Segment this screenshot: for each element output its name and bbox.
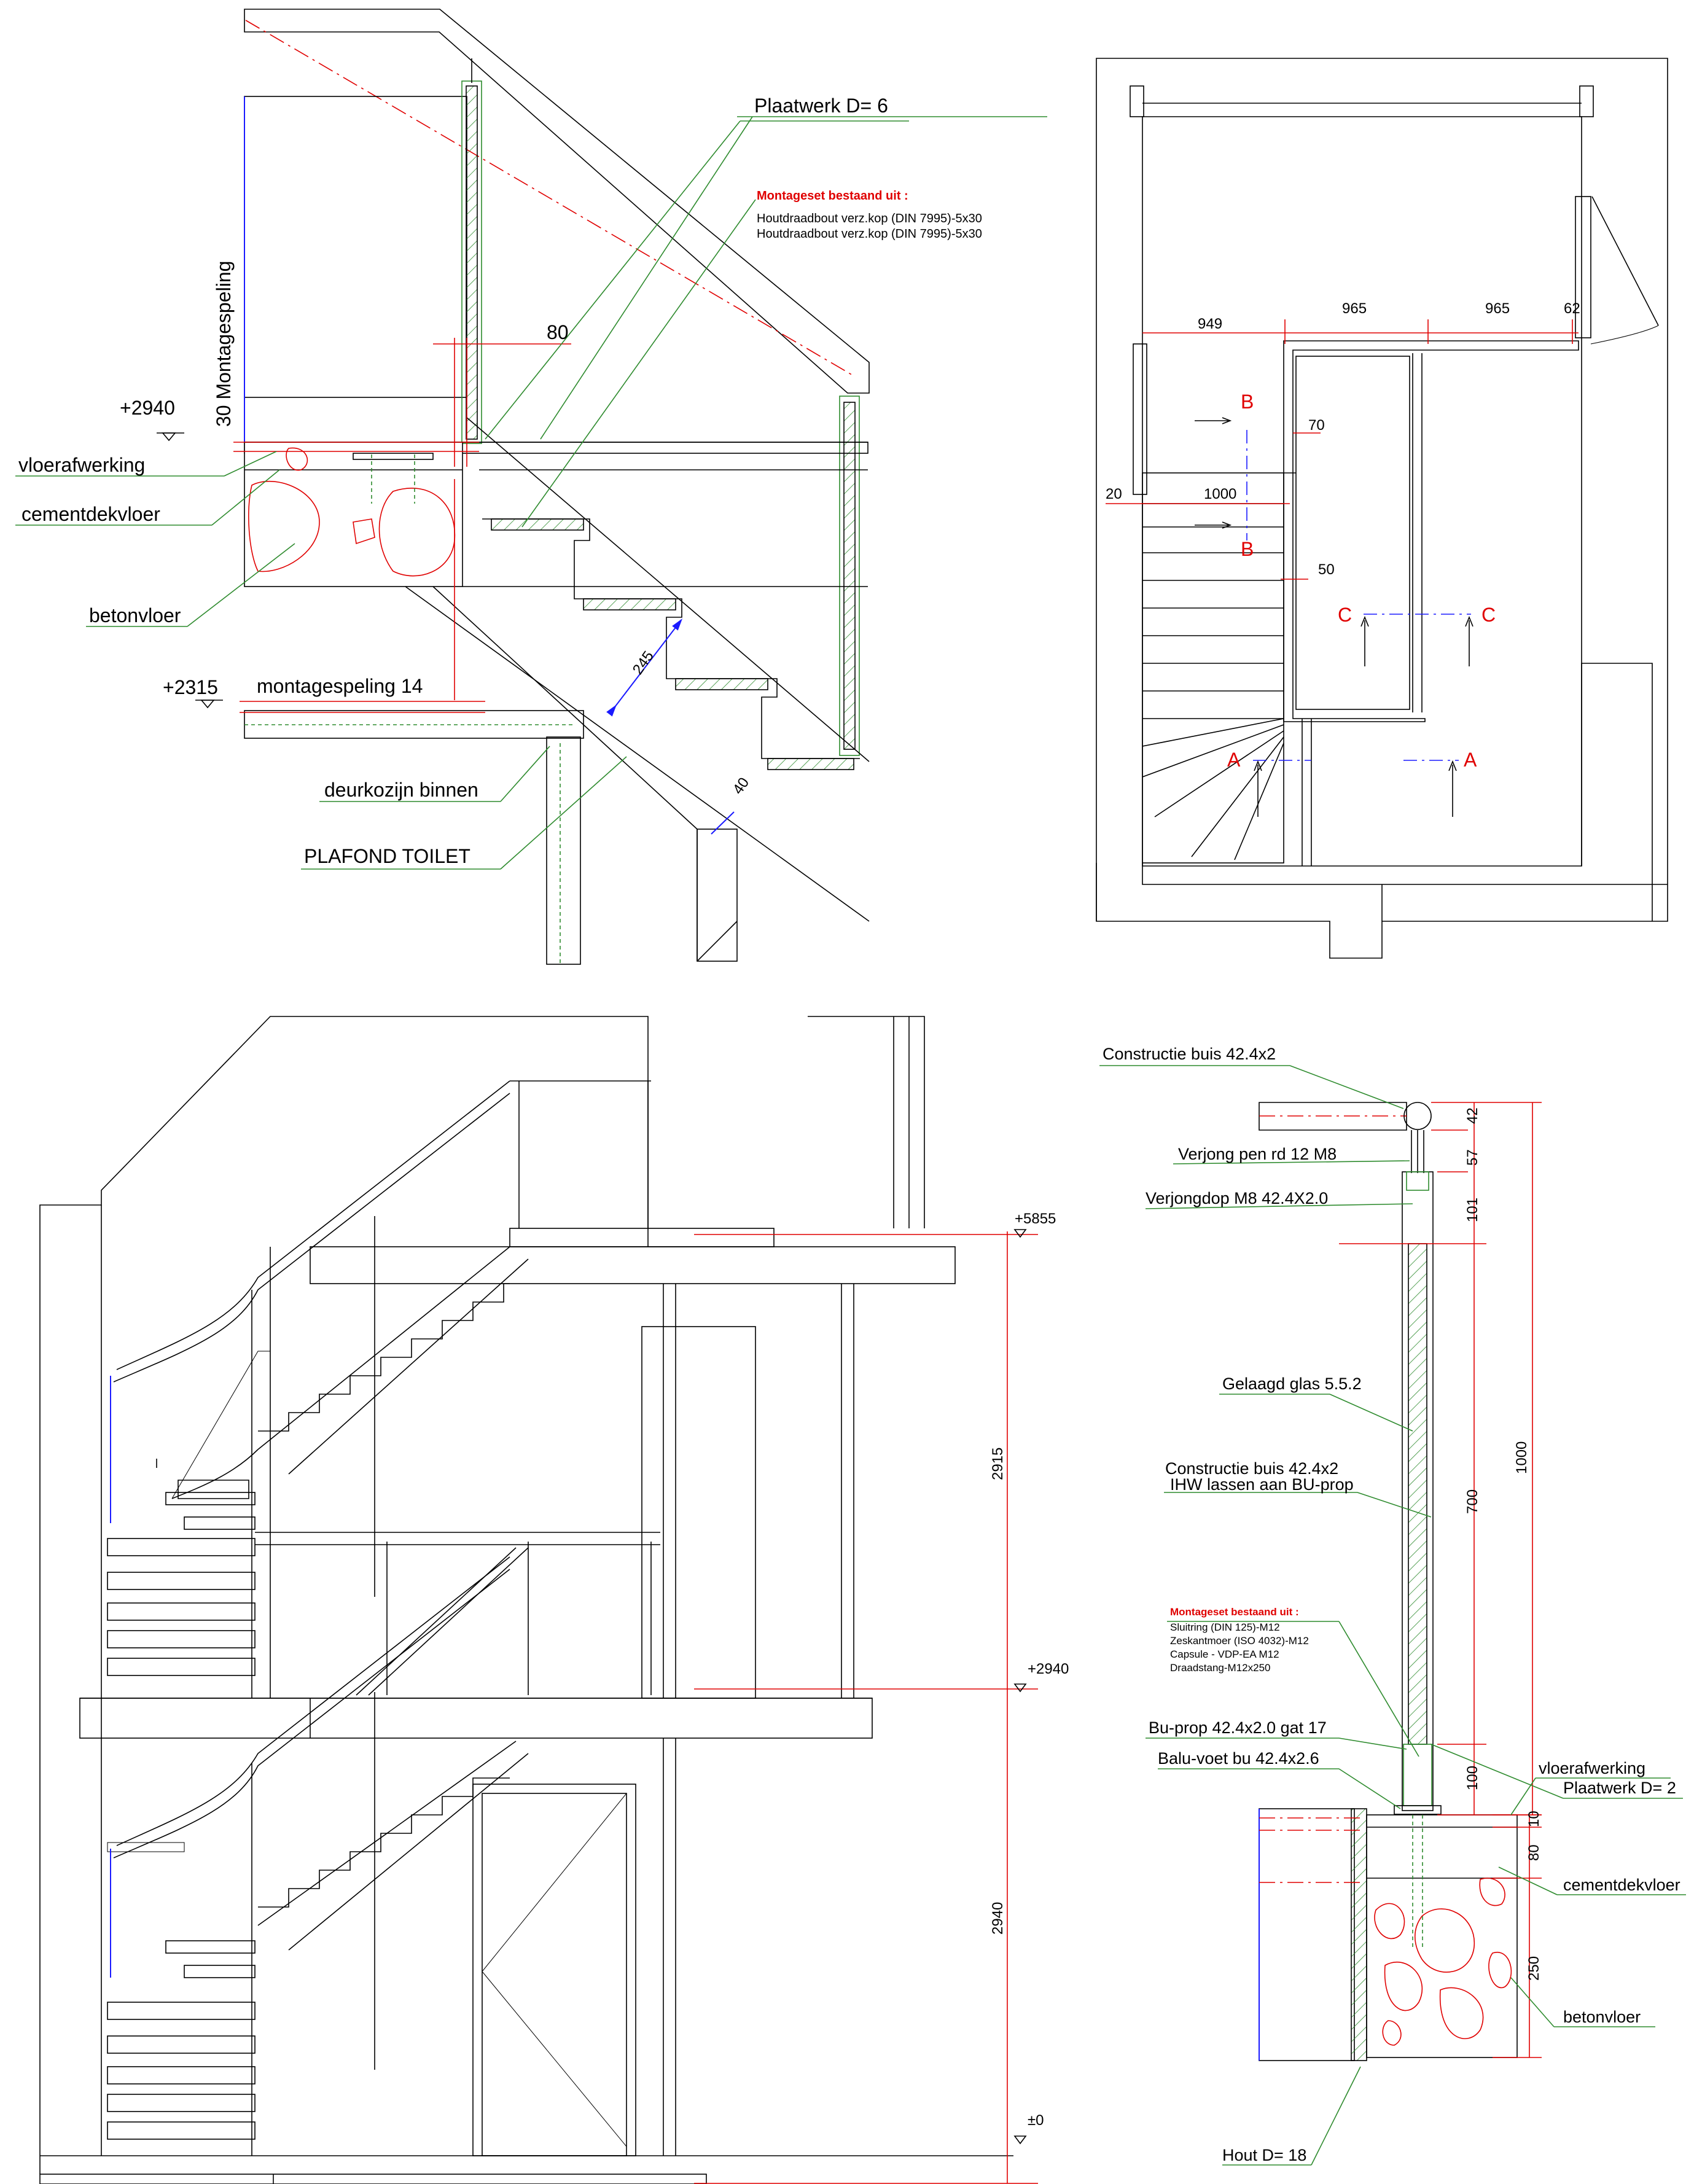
concrete-floor-label: betonvloer bbox=[89, 604, 181, 626]
level-lower-label: +2315 bbox=[163, 676, 218, 698]
plan-dim-20: 20 bbox=[1106, 486, 1122, 502]
stair-elevation: +5855 +2940 ±0 2915 2940 bbox=[39, 1016, 1069, 2184]
dim-10: 10 bbox=[1526, 1811, 1542, 1827]
dim-101: 101 bbox=[1464, 1198, 1481, 1222]
floor-plan: 949 965 965 62 70 20 1000 50 B B C C A A bbox=[1096, 58, 1668, 959]
tube-line-1: Constructie buis 42.4x2 bbox=[1165, 1459, 1338, 1478]
section-c-left: C bbox=[1338, 604, 1352, 626]
dimension-80: 80 bbox=[547, 321, 569, 343]
montageset-title-2: Montageset bestaand uit : bbox=[1170, 1606, 1299, 1618]
plan-dim-50: 50 bbox=[1318, 561, 1335, 578]
section-a-right: A bbox=[1464, 749, 1477, 771]
dimension-245: 245 bbox=[630, 648, 657, 677]
dim-1000: 1000 bbox=[1513, 1441, 1530, 1474]
section-c-right: C bbox=[1481, 604, 1496, 626]
winder-treads-lower bbox=[107, 1940, 256, 2140]
level-base-label: ±0 bbox=[1028, 2112, 1044, 2129]
floor-finish-label: vloerafwerking bbox=[18, 454, 145, 476]
dim-57: 57 bbox=[1464, 1149, 1481, 1166]
dim-250: 250 bbox=[1526, 1956, 1542, 1981]
plan-dim-70: 70 bbox=[1308, 417, 1325, 434]
cement-screed-label: cementdekvloer bbox=[21, 503, 160, 525]
cement-screed-2-label: cementdekvloer bbox=[1563, 1876, 1680, 1894]
level-upper-label: +2940 bbox=[120, 397, 175, 419]
plate-2-label: Plaatwerk D= 2 bbox=[1563, 1779, 1676, 1797]
montageset-2-item-2: Zeskantmoer (ISO 4032)-M12 bbox=[1170, 1635, 1309, 1647]
level-mid-label: +2940 bbox=[1028, 1661, 1069, 1677]
mounting-gap-vertical-label: 30 Montagespeling bbox=[213, 261, 235, 427]
pin-label: Verjong pen rd 12 M8 bbox=[1178, 1145, 1337, 1163]
level-top-label: +5855 bbox=[1015, 1211, 1056, 1227]
ceiling-label: PLAFOND TOILET bbox=[304, 845, 470, 867]
plan-dim-1000: 1000 bbox=[1204, 486, 1236, 502]
concrete-floor-2-label: betonvloer bbox=[1563, 2008, 1641, 2026]
assembly-gap-label: montagespeling 14 bbox=[257, 675, 423, 697]
section-b-bottom: B bbox=[1241, 538, 1254, 560]
wood-label: Hout D= 18 bbox=[1222, 2146, 1306, 2164]
dim-700: 700 bbox=[1464, 1489, 1481, 1514]
dim-lower-2940: 2940 bbox=[989, 1902, 1006, 1935]
plan-dim-949: 949 bbox=[1198, 316, 1222, 332]
plan-dim-965-a: 965 bbox=[1342, 300, 1367, 317]
balu-foot-label: Balu-voet bu 42.4x2.6 bbox=[1158, 1749, 1319, 1768]
floor-finish-2-label: vloerafwerking bbox=[1539, 1759, 1645, 1777]
dimension-40: 40 bbox=[730, 774, 752, 797]
cap-label: Verjongdop M8 42.4X2.0 bbox=[1146, 1189, 1328, 1207]
tube-line-2: IHW lassen aan BU-prop bbox=[1170, 1475, 1354, 1494]
winder-treads-upper bbox=[107, 1492, 256, 1676]
montageset-2-item-3: Capsule - VDP-EA M12 bbox=[1170, 1648, 1279, 1660]
dim-100: 100 bbox=[1464, 1766, 1481, 1790]
montageset-title: Montageset bestaand uit : bbox=[757, 189, 908, 203]
plan-dim-965-b: 965 bbox=[1485, 300, 1510, 317]
montageset-2-item-4: Draadstang-M12x250 bbox=[1170, 1662, 1270, 1674]
dim-42: 42 bbox=[1464, 1107, 1481, 1124]
baluster-post-detail: Constructie buis 42.4x2 Verjong pen rd 1… bbox=[1099, 1045, 1686, 2166]
montageset-item-2: Houtdraadbout verz.kop (DIN 7995)-5x30 bbox=[757, 227, 982, 241]
bu-prop-label: Bu-prop 42.4x2.0 gat 17 bbox=[1149, 1718, 1327, 1737]
stair-section-detail: Plaatwerk D= 6 Montageset bestaand uit :… bbox=[15, 9, 1047, 965]
montageset-2-item-1: Sluitring (DIN 125)-M12 bbox=[1170, 1621, 1280, 1633]
glass-label: Gelaagd glas 5.5.2 bbox=[1222, 1375, 1362, 1393]
montageset-item-1: Houtdraadbout verz.kop (DIN 7995)-5x30 bbox=[757, 212, 982, 225]
tube-top-label: Constructie buis 42.4x2 bbox=[1103, 1045, 1276, 1063]
door-frame-label: deurkozijn binnen bbox=[324, 779, 478, 801]
dim-upper-2915: 2915 bbox=[989, 1448, 1006, 1480]
dim-80-b: 80 bbox=[1526, 1844, 1542, 1861]
plan-dim-62: 62 bbox=[1564, 300, 1580, 317]
plate-thickness-label: Plaatwerk D= 6 bbox=[754, 95, 888, 117]
section-a-left: A bbox=[1227, 749, 1241, 771]
section-b-top: B bbox=[1241, 391, 1254, 413]
